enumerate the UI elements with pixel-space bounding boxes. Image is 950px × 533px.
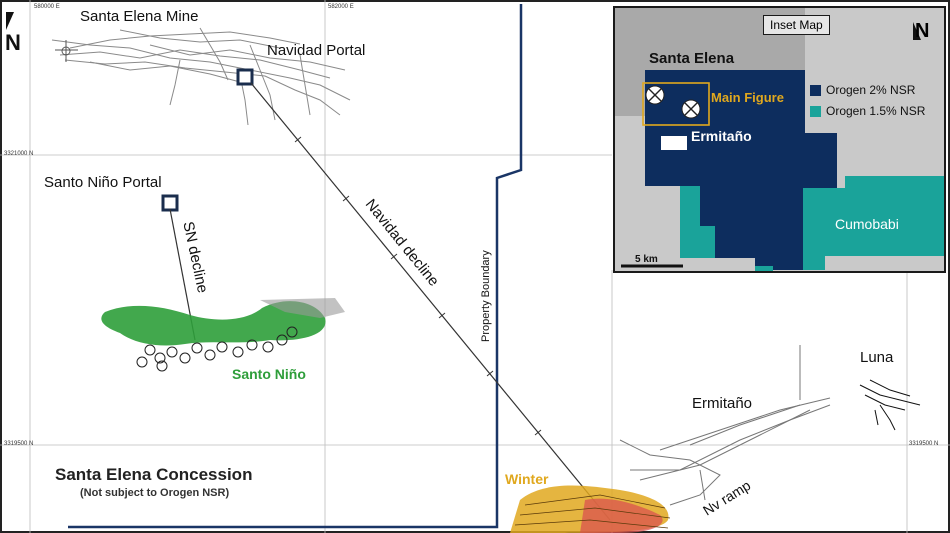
coord-top-mid: 582000 E [328, 4, 354, 10]
coord-left-bottom: 3319500 N [4, 441, 34, 447]
label-winter: Winter [505, 471, 549, 487]
santo-nino-stopes [136, 326, 298, 372]
label-santa-elena-mine: Santa Elena Mine [80, 8, 199, 25]
label-concession-title: Santa Elena Concession [55, 465, 253, 484]
coord-right-bottom: 3319500 N [909, 441, 939, 447]
inset-santa-elena-label: Santa Elena [649, 50, 735, 67]
santo-nino-orebody [101, 298, 345, 346]
inset-map: Inset Map N Santa Elena Main Figure Ermi… [613, 6, 946, 273]
winter-orebody [510, 485, 671, 533]
santa-elena-shaft [55, 40, 78, 62]
inset-ermitano-label: Ermitaño [691, 128, 752, 144]
main-figure-box [642, 82, 710, 126]
orogen-2-nsr-area [645, 70, 837, 270]
label-luna: Luna [860, 349, 894, 366]
inset-north-icon: N [915, 20, 930, 42]
inset-north-arrow-shape [913, 22, 921, 40]
coord-left-mid: 3321000 N [4, 151, 34, 157]
inset-scale-label: 5 km [635, 254, 658, 265]
legend-swatch-15-nsr [810, 105, 821, 117]
mine-symbol-icon-2 [681, 99, 701, 119]
legend-label-2-nsr: Orogen 2% NSR [826, 83, 916, 97]
north-arrow-icon: N [5, 30, 21, 55]
navidad-decline-line [250, 82, 611, 521]
santa-elena-workings [51, 27, 351, 126]
property-boundary-line [68, 4, 523, 529]
legend-swatch-2-nsr [810, 84, 821, 96]
label-property-boundary: Property Boundary [480, 250, 492, 342]
orogen-15-nsr-area-west [680, 186, 715, 258]
mine-symbol-icon [645, 85, 665, 105]
legend-item-15-nsr: Orogen 1.5% NSR [810, 104, 925, 118]
luna-workings [859, 379, 921, 431]
orogen-15-nsr-area-east [803, 176, 944, 270]
inset-cumobabi-label: Cumobabi [835, 216, 899, 232]
coord-top-left: 580000 E [34, 4, 60, 10]
santo-nino-portal-marker [161, 194, 179, 212]
legend-label-15-nsr: Orogen 1.5% NSR [826, 104, 926, 118]
label-concession-note: (Not subject to Orogen NSR) [80, 487, 230, 499]
legend-item-2-nsr: Orogen 2% NSR [810, 83, 915, 97]
navidad-portal-marker [236, 68, 254, 86]
north-arrow-shape [6, 12, 14, 30]
label-santo-nino-portal: Santo Niño Portal [44, 174, 162, 191]
label-ermitano: Ermitaño [692, 395, 753, 412]
inset-canvas [615, 8, 944, 271]
nv-ramp-workings [619, 345, 831, 506]
label-navidad-portal: Navidad Portal [267, 42, 366, 59]
ermitano-marker [661, 136, 687, 150]
inset-title: Inset Map [763, 15, 830, 35]
navidad-decline-ticks [294, 136, 542, 436]
label-santo-nino: Santo Niño [232, 366, 306, 382]
inset-main-figure-label: Main Figure [711, 90, 784, 105]
